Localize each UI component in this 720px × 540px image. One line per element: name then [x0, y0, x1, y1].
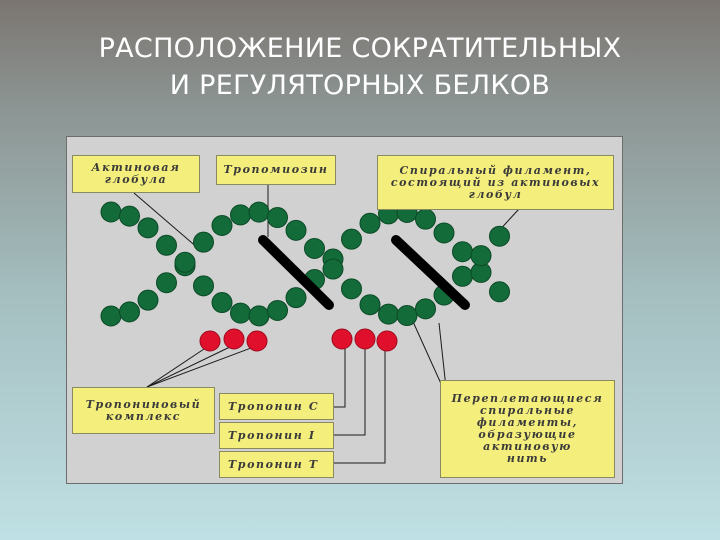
actin-globule-36 — [433, 222, 455, 244]
leader-troponin-t — [334, 345, 386, 464]
actin-globule-31 — [378, 303, 399, 325]
actin-globule-6 — [156, 234, 177, 256]
actin-globule-34 — [415, 208, 436, 230]
troponin-globule-3 — [331, 328, 353, 350]
tropomyosin-group — [258, 235, 470, 310]
actin-globule-14 — [230, 302, 251, 324]
title-line-2: И РЕГУЛЯТОРНЫХ БЕЛКОВ — [169, 70, 551, 101]
actin-globule-3 — [119, 301, 140, 323]
troponin-globule-5 — [376, 330, 398, 352]
label-spiral-filament: Спиральный филамент, состоящий из актино… — [377, 155, 614, 210]
actin-globule-7 — [156, 272, 177, 294]
filament-diagram — [100, 185, 520, 464]
actin-globule-5 — [137, 289, 159, 311]
tropomyosin-rod-1 — [258, 235, 334, 310]
actin-globule-39 — [452, 265, 473, 287]
troponin-globule-4 — [354, 328, 376, 350]
actin-globule-10 — [193, 275, 214, 297]
actin-globule-23 — [304, 237, 325, 259]
actin-globule-9 — [174, 251, 196, 273]
troponin-globule-1 — [223, 328, 245, 350]
actin-globule-0 — [100, 201, 122, 223]
actin-globule-41 — [470, 245, 492, 267]
leader-troponin-c — [334, 345, 346, 408]
actin-globule-18 — [267, 299, 288, 321]
tropomyosin-rod-2 — [391, 235, 470, 310]
actin-globule-42 — [489, 281, 510, 303]
leader-troponin-i — [334, 345, 366, 436]
leader-troponin-complex-2 — [146, 344, 235, 388]
actin-globule-2 — [119, 205, 140, 227]
actin-globule-27 — [341, 278, 362, 300]
actin-globule-33 — [396, 305, 418, 327]
label-troponin-i: Тропонин I — [219, 422, 334, 449]
actin-globule-21 — [285, 219, 307, 241]
label-actin-globule: Актиновая глобула — [72, 155, 200, 193]
diagram-panel: Актиновая глобула Тропомиозин Спиральный… — [66, 136, 623, 484]
leader-troponin-complex-3 — [146, 344, 260, 388]
actin-globule-13 — [211, 214, 233, 236]
actin-globule-29 — [359, 294, 381, 316]
actin-globule-38 — [452, 241, 473, 263]
label-troponin-c: Тропонин C — [219, 393, 334, 420]
actin-globule-26 — [341, 228, 362, 250]
actin-globule-25 — [322, 258, 344, 280]
label-intertwining-filaments: Переплетающиеся спиральные филаменты, об… — [440, 380, 615, 478]
actin-globule-1 — [100, 305, 122, 327]
title-line-1: РАСПОЛОЖЕНИЕ СОКРАТИТЕЛЬНЫХ — [98, 33, 622, 64]
actin-strand — [100, 201, 510, 327]
label-troponin-complex: Тропониновый комплекс — [72, 387, 215, 434]
actin-globule-35 — [415, 298, 436, 320]
troponin-globule-2 — [246, 330, 268, 352]
actin-globule-17 — [248, 201, 270, 223]
leader-actin-globule — [133, 192, 200, 250]
label-tropomyosin: Тропомиозин — [216, 155, 336, 185]
actin-globule-28 — [359, 212, 381, 234]
actin-globule-4 — [137, 217, 159, 239]
troponin-group — [199, 328, 398, 352]
actin-globule-19 — [267, 207, 288, 229]
slide-title: РАСПОЛОЖЕНИЕ СОКРАТИТЕЛЬНЫХ И РЕГУЛЯТОРН… — [0, 30, 720, 104]
actin-globule-16 — [248, 305, 270, 327]
actin-globule-20 — [285, 287, 307, 309]
actin-globule-43 — [489, 225, 510, 247]
label-troponin-t: Тропонин T — [219, 451, 334, 478]
actin-globule-12 — [211, 292, 233, 314]
leader-troponin-complex-1 — [146, 344, 211, 388]
actin-globule-11 — [193, 231, 214, 253]
troponin-globule-0 — [199, 330, 221, 352]
actin-globule-15 — [230, 204, 251, 226]
